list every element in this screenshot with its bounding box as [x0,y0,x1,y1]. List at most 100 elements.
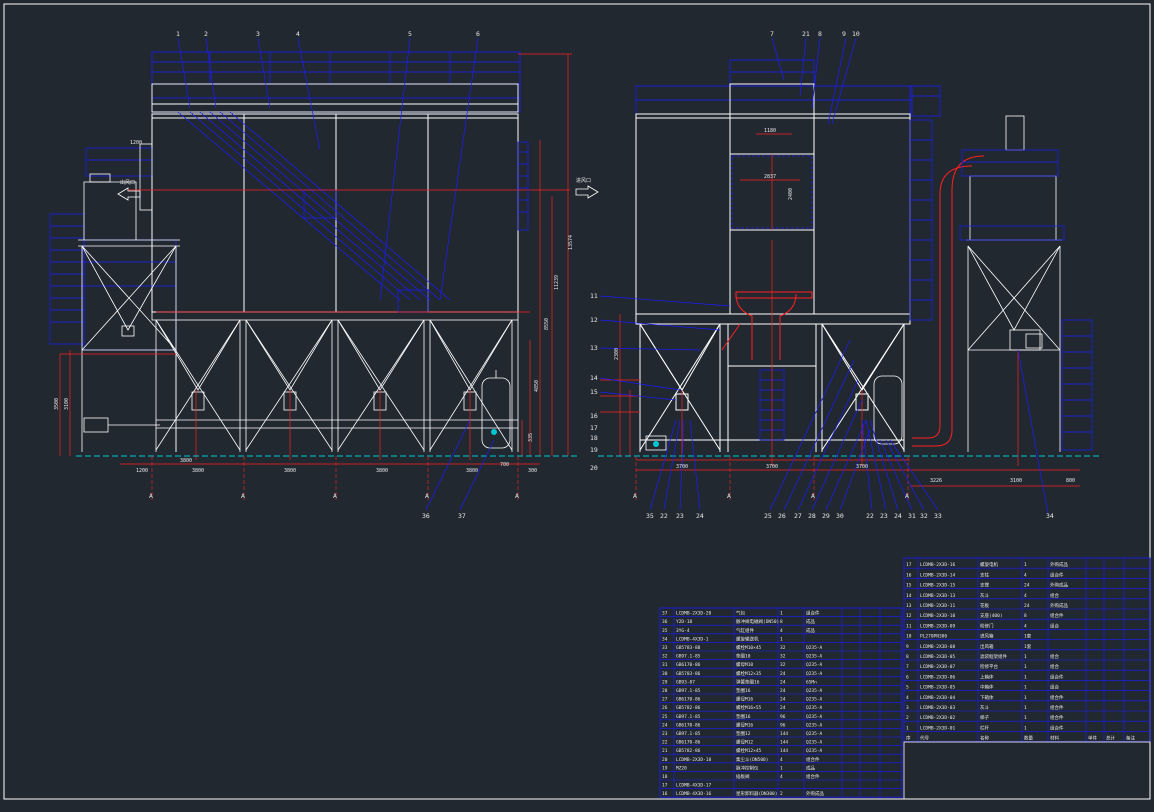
parts-left-cell: 组合件 [806,773,820,780]
parts-right-cell: 组合件 [1050,673,1064,680]
front-top-housing [151,83,519,113]
side-dim-1: 3700 [676,464,688,470]
front-dim-8: 300 [528,468,537,474]
parts-left-cell: 32 [780,645,786,651]
parts-right-header-cell: 序 [906,735,911,742]
parts-right-cell: 1 [1024,654,1027,660]
parts-right-cell: 组合 [1050,653,1059,660]
side-inner-dim-3: 2400 [788,188,794,200]
parts-left-cell: Q235-A [806,645,823,651]
parts-right-cell: 1套 [1024,633,1032,640]
side-callout-13: 13 [590,344,598,352]
front-dim-right-3: 8550 [544,318,550,330]
side-callout-26: 26 [778,512,786,520]
side-callout-34: 34 [1046,512,1054,520]
parts-right-cell: 8 [1024,613,1027,619]
parts-left-cell: 96 [780,722,786,728]
front-left-unit [78,143,180,452]
parts-right-header-cell: 数量 [1024,735,1033,742]
side-callout-7: 7 [770,30,774,38]
parts-right-cell: LCDMB-2X3D-04 [920,695,956,701]
parts-left-cell: LCDMB-2X3D-18 [676,757,712,763]
parts-right-cell: 1 [906,725,909,731]
parts-right-cell: 14 [906,593,912,599]
parts-right-cell: LCDMB-2X3D-01 [920,725,956,731]
parts-left-cell: 成品 [806,627,815,634]
parts-left-cell: 32 [780,662,786,668]
parts-right-cell: 支柱 [980,571,989,578]
parts-left-cell: GB97.1-85 [676,688,701,694]
parts-left-cell: 成品 [806,618,815,625]
parts-right-cell: 1 [1024,562,1027,568]
parts-left-cell: 1 [780,611,783,617]
parts-right-cell: 1套 [1024,643,1032,650]
parts-left-cell: 24 [662,722,668,728]
front-dim-left-2: 3100 [64,398,70,410]
side-inner-dim-2: 2837 [764,174,776,180]
parts-right-cell: 组合 [1050,592,1059,599]
title-block [660,741,1151,800]
parts-right-cell: 4 [1024,623,1027,629]
parts-left-cell: 16 [662,791,668,797]
front-dimensions-red [59,53,572,465]
parts-right-cell: 组合件 [1050,714,1064,721]
parts-right-cell: 组合件 [1050,724,1064,731]
parts-left-cell: 8 [780,619,783,625]
parts-right-cell: LCDMB-2X3D-08 [920,644,956,650]
parts-left-cell: 20 [662,757,668,763]
parts-right-cell: 1 [1024,695,1027,701]
parts-right-header-cell: 单件 [1088,735,1097,742]
side-callout-23a: 23 [676,512,684,520]
parts-right-cell: 16 [906,572,912,578]
parts-right-cell: LCDMB-2X3D-03 [920,705,956,711]
parts-right-cell: LCDMB-2X3D-15 [920,583,956,589]
parts-left-cell: GB6170-86 [676,722,701,728]
parts-left-cell: 36 [662,619,668,625]
parts-left-cell: GB6170-86 [676,740,701,746]
front-callout-5: 5 [408,30,412,38]
parts-left-cell: GB5782-86 [676,748,701,754]
parts-right-header-cell: 总计 [1106,735,1115,742]
parts-right-cell: LCDMB-2X3D-09 [920,623,956,629]
front-dim-3: 3800 [284,468,296,474]
parts-right-cell: 1 [1024,664,1027,670]
side-callout-22b: 22 [866,512,874,520]
parts-left-cell: 3YG-4 [676,628,690,634]
front-dim-7: 700 [500,462,509,468]
parts-left-cell: MZ20 [676,765,687,771]
parts-left-cell: 4 [780,757,783,763]
parts-right-cell: 梯子 [980,714,989,721]
side-callout-15: 15 [590,388,598,396]
side-dimensions-red [600,133,1080,487]
parts-left-cell: 螺栓M16×55 [736,704,762,711]
parts-right-cell: 螺旋电机 [980,561,998,568]
parts-left-cell: 33 [662,645,668,651]
parts-left-cell: 弹簧垫圈16 [736,678,760,685]
parts-left-cell: 17 [662,783,668,789]
parts-left-cell: 24 [780,671,786,677]
side-callout-24a: 24 [696,512,704,520]
parts-left-cell: 垫圈12 [736,730,751,737]
front-outlet-label: 出风口 [120,179,135,186]
front-dim-right-4: 4850 [534,380,540,392]
parts-right-cell: 灰斗 [980,592,989,599]
front-outlet-arrow: 出风口 [117,179,141,201]
parts-left-cell: LCDMB-4X3D-16 [676,791,712,797]
parts-right-cell: 2 [906,715,909,721]
parts-right-cell: PL270PN300 [920,634,947,640]
side-inlet-arrow: 进风口 [575,177,599,199]
parts-left-cell: 1 [780,765,783,771]
front-axis-a3: A [333,492,337,500]
parts-left-cell: 成品 [806,764,815,771]
side-axis-a1: A [633,492,637,500]
parts-right-cell: 1 [1024,725,1027,731]
front-air-tank [83,370,511,449]
parts-right-cell: 出风箱 [980,643,994,650]
parts-right-cell: 滤袋框架组件 [980,653,1007,660]
front-axis-a5: A [515,492,519,500]
front-bottom-callout-leaders [425,419,495,511]
parts-left-cell: 29 [662,679,668,685]
parts-left-cell: 垫圈16 [736,687,751,694]
parts-left-cell: 组合件 [806,610,820,617]
